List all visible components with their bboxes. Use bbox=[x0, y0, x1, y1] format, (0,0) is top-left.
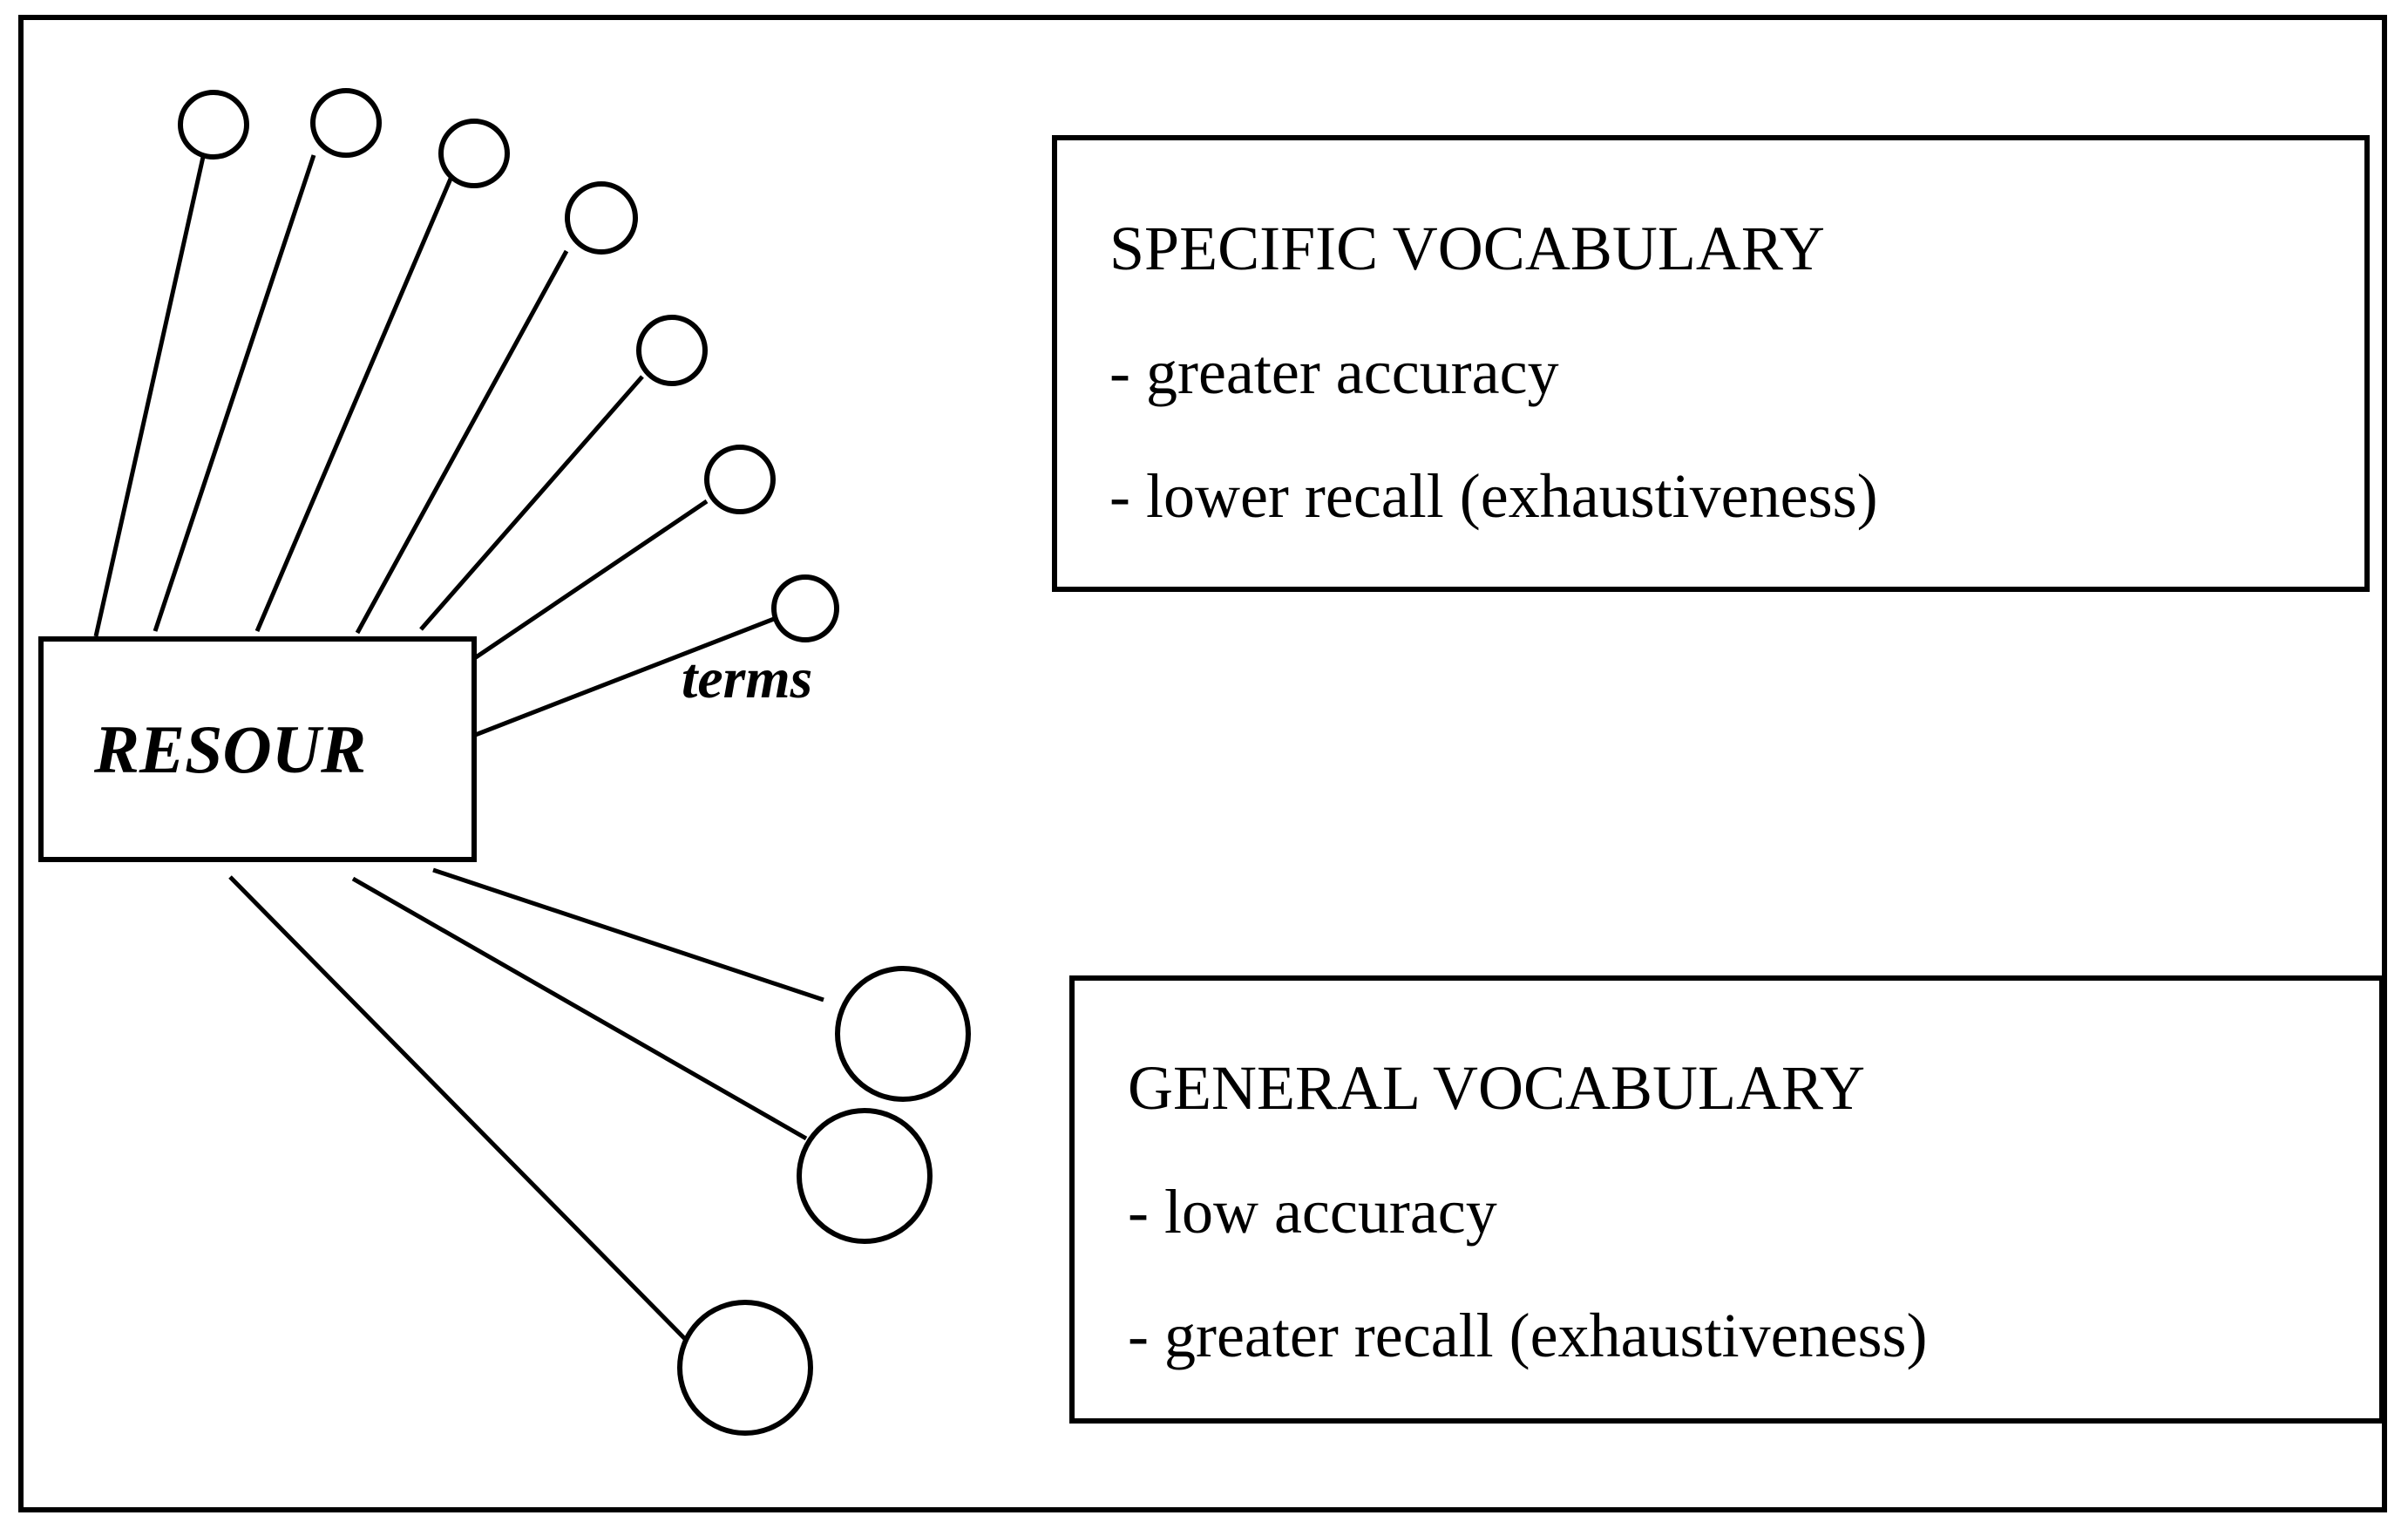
specific-link-3 bbox=[254, 172, 456, 632]
general-term-node-3 bbox=[677, 1300, 813, 1436]
general-link-2 bbox=[351, 876, 808, 1141]
resource-box bbox=[38, 636, 477, 862]
specific-link-7 bbox=[445, 616, 775, 749]
specific-link-5 bbox=[419, 375, 644, 631]
general-vocabulary-box bbox=[1069, 975, 2384, 1424]
specific-term-node-6 bbox=[704, 445, 776, 514]
specific-link-4 bbox=[355, 249, 569, 635]
specific-vocabulary-panel: SPECIFIC VOCABULARY - greater accuracy -… bbox=[1052, 135, 2370, 592]
specific-term-node-7 bbox=[771, 574, 839, 642]
general-term-links bbox=[228, 867, 824, 1344]
specific-term-node-2 bbox=[310, 88, 382, 158]
general-link-3 bbox=[228, 875, 690, 1344]
general-term-nodes bbox=[677, 966, 971, 1436]
specific-link-1 bbox=[93, 156, 206, 637]
resource-node: RESOUR bbox=[38, 636, 477, 862]
specific-link-2 bbox=[153, 154, 316, 632]
general-vocabulary-item-2: - greater recall (exhaustiveness) bbox=[1128, 1301, 1928, 1370]
general-link-1 bbox=[432, 867, 824, 1002]
specific-vocabulary-item-1: - greater accuracy bbox=[1109, 337, 1559, 407]
specific-vocabulary-title: SPECIFIC VOCABULARY bbox=[1109, 214, 1825, 283]
terms-label: terms bbox=[682, 647, 812, 710]
general-term-node-2 bbox=[797, 1108, 933, 1244]
specific-term-node-1 bbox=[178, 90, 249, 160]
specific-term-nodes bbox=[178, 88, 839, 642]
general-vocabulary-panel: GENERAL VOCABULARY - low accuracy - grea… bbox=[1069, 975, 2384, 1424]
resource-label: RESOUR bbox=[93, 711, 366, 787]
specific-vocabulary-box bbox=[1052, 135, 2370, 592]
specific-term-node-5 bbox=[636, 315, 708, 386]
specific-link-6 bbox=[444, 499, 709, 680]
specific-term-node-3 bbox=[438, 119, 510, 188]
general-vocabulary-item-1: - low accuracy bbox=[1128, 1177, 1497, 1247]
specific-vocabulary-item-2: - lower recall (exhaustiveness) bbox=[1109, 461, 1878, 531]
general-vocabulary-title: GENERAL VOCABULARY bbox=[1128, 1053, 1865, 1123]
specific-term-node-4 bbox=[565, 181, 638, 255]
outer-frame bbox=[18, 15, 2387, 1512]
general-term-node-1 bbox=[835, 966, 971, 1102]
specific-term-links bbox=[93, 154, 775, 749]
